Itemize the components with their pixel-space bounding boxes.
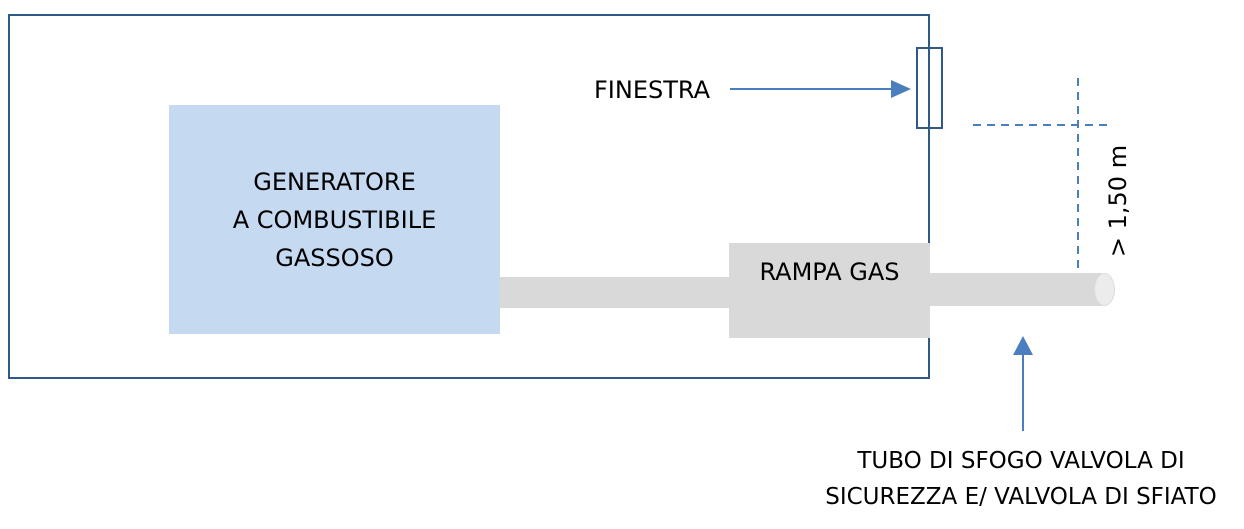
vent-pipe-label-line1: TUBO DI SFOGO VALVOLA DI [857,448,1185,474]
gas-pipe-outdoor [930,273,1102,306]
generator-label-line1: GENERATORE [253,167,416,196]
rampa-gas-box: RAMPA GAS [729,243,930,338]
distance-label: > 1,50 m [1104,144,1132,258]
window-symbol [916,47,943,129]
rampa-gas-label: RAMPA GAS [759,258,900,286]
finestra-label: FINESTRA [594,76,711,104]
gas-pipe-end-cap [1094,273,1115,306]
vent-pipe-label: TUBO DI SFOGO VALVOLA DI SICUREZZA E/ VA… [798,443,1244,515]
generator-label-line3: GASSOSO [275,243,394,272]
vent-pipe-arrow [1013,336,1033,431]
vent-pipe-label-line2: SICUREZZA E/ VALVOLA DI SFIATO [825,484,1217,510]
room-outline [8,14,930,379]
generator-label-line2: A COMBUSTIBILE [232,205,437,234]
gas-pipe-indoor [500,277,732,308]
generator-box: GENERATORE A COMBUSTIBILE GASSOSO [169,105,500,334]
